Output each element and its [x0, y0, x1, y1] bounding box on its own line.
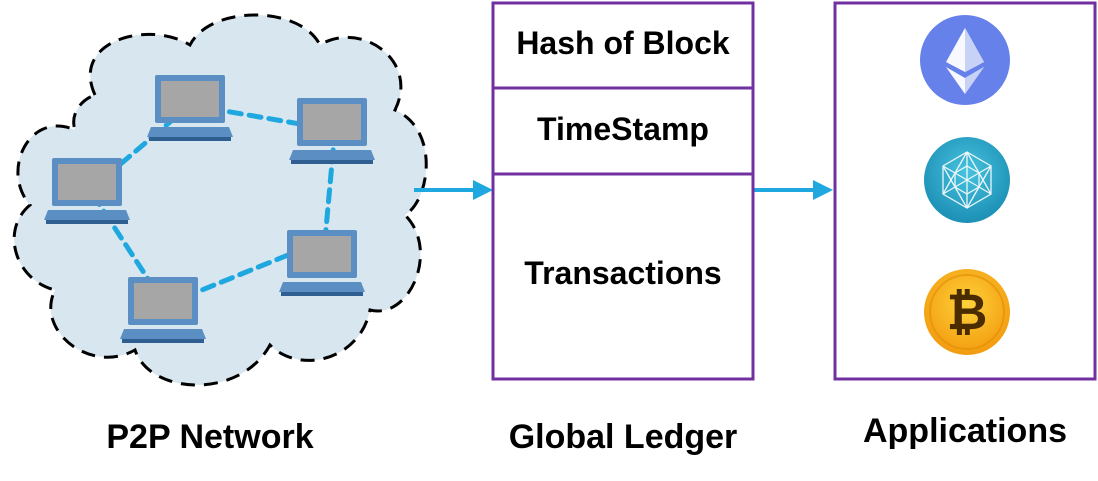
link-right-to-lower-right — [322, 127, 338, 243]
laptop-icon — [120, 277, 206, 343]
ledger-row-timestamp: TimeStamp — [537, 111, 709, 147]
laptop-icon — [279, 230, 365, 296]
bitcoin-symbol: ₿ — [947, 283, 988, 341]
p2p-network-label: P2P Network — [106, 418, 314, 456]
laptop-icon — [44, 158, 130, 224]
applications-label: Applications — [862, 412, 1068, 450]
ethereum-icon — [920, 15, 1010, 105]
laptop-icon — [289, 98, 375, 164]
laptop-icon — [147, 75, 233, 141]
ledger-row-hash: Hash of Block — [516, 25, 730, 61]
global-ledger-label: Global Ledger — [508, 418, 738, 456]
global-ledger-box — [491, 1, 755, 381]
bitcoin-icon: ₿ — [924, 269, 1010, 355]
ledger-row-transactions: Transactions — [524, 255, 722, 291]
hexagon-network-coin-icon — [924, 137, 1010, 223]
